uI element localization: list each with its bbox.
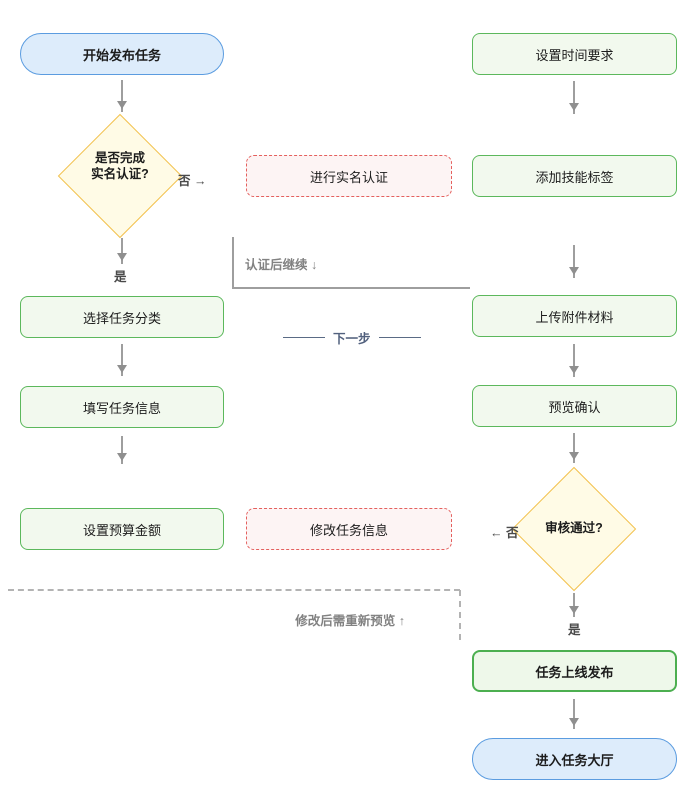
arrow-down-icon (569, 593, 579, 617)
upload-files-node: 上传附件材料 (472, 295, 677, 337)
enter-hall-node: 进入任务大厅 (472, 738, 677, 780)
set-time-node: 设置时间要求 (472, 33, 677, 75)
branch-yes-second-label: 是 (568, 623, 581, 637)
re-preview-dashed-line-horizontal (8, 589, 460, 591)
branch-yes-label: 是 (114, 270, 127, 284)
set-budget-node: 设置预算金额 (20, 508, 224, 550)
branch-no-right-label: 否 → (178, 174, 207, 188)
arrow-down-icon (569, 81, 579, 114)
publish-node: 任务上线发布 (472, 650, 677, 692)
re-preview-label: 修改后需重新预览 ↑ (295, 614, 405, 628)
arrow-down-icon (117, 436, 127, 464)
branch-no-left-label: ← 否 (490, 526, 519, 540)
next-step-label: 下一步 (333, 332, 371, 346)
decision-realname-label: 是否完成 实名认证? (91, 151, 149, 182)
fill-info-node: 填写任务信息 (20, 386, 224, 428)
decision-review-label: 审核通过? (545, 521, 603, 535)
arrow-down-icon (117, 80, 127, 112)
divider-line-right (378, 337, 421, 338)
preview-confirm-node: 预览确认 (472, 385, 677, 427)
modify-info-node: 修改任务信息 (246, 508, 452, 550)
arrow-down-icon (569, 433, 579, 463)
next-step-divider: 下一步 (283, 328, 421, 347)
arrow-down-icon (117, 344, 127, 376)
arrow-down-icon (569, 344, 579, 377)
elbow-connector-vertical (232, 237, 234, 289)
arrow-down-icon (569, 245, 579, 278)
start-node: 开始发布任务 (20, 33, 224, 75)
select-category-node: 选择任务分类 (20, 296, 224, 338)
re-preview-dashed-line-vertical (459, 590, 461, 640)
arrow-down-icon (569, 699, 579, 729)
auth-continue-label: 认证后继续 ↓ (245, 258, 318, 272)
add-tags-node: 添加技能标签 (472, 155, 677, 197)
elbow-connector-horizontal (232, 287, 470, 289)
divider-line-left (283, 337, 325, 338)
arrow-down-icon (117, 238, 127, 264)
do-realname-node: 进行实名认证 (246, 155, 452, 197)
